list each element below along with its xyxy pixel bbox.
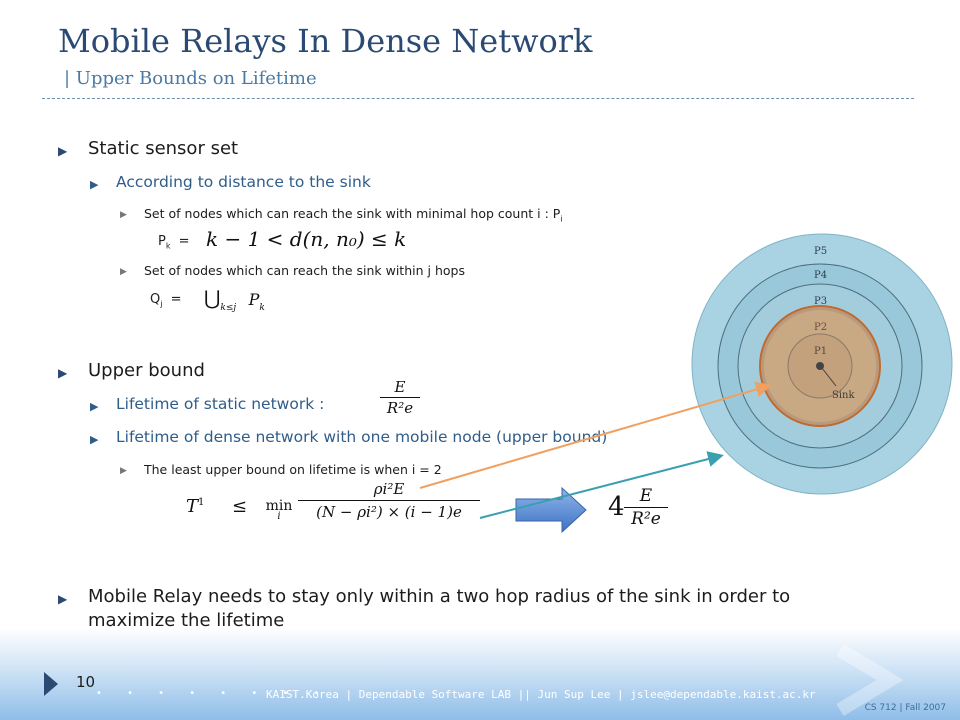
footer-band [0,628,960,720]
eq-denominator: (N − ρi²) × (i − 1)e [316,503,462,521]
footer-chevron-icon [836,643,904,717]
eq-numerator: ρi²E [373,480,405,498]
pk-formula: k − 1 < d(n, n₀) ≤ k [206,227,407,251]
label-sink: Sink [832,390,855,401]
bullet-lifetime-static: Lifetime of static network : [116,395,325,413]
bullet-arrow-icon: ▶ [120,210,127,220]
slide-subtitle: | Upper Bounds on Lifetime [64,68,317,89]
pk-equals: = [178,234,190,249]
footer-dots: • • • • • • • • [96,688,331,699]
result-fraction: E R²e [624,486,668,529]
pk-label: P [158,234,166,249]
static-lifetime-fraction: E R²e [380,378,420,417]
hop-ring-diagram: P5 P4 P3 P2 P1 Sink [691,233,953,495]
bullet-according-distance: According to distance to the sink [116,173,371,191]
title-divider [42,98,914,99]
footer-course: CS 712 | Fall 2007 [864,703,946,713]
bullet-arrow-icon: ▶ [58,366,68,380]
pk-label-sub: k [165,241,171,251]
bullet-mobile-relay-line2: maximize the lifetime [88,610,285,631]
qj-formula: ⋃k≤j Pk [204,286,265,313]
bullet-qj-description: Set of nodes which can reach the sink wi… [144,263,465,278]
qj-label-sub: j [160,299,163,309]
qj-pk-sub: k [259,303,265,313]
footer-lab-text: KAIST.Korea | Dependable Software LAB ||… [266,688,816,701]
union-symbol: ⋃ [204,286,221,310]
bullet-static-sensor-set: Static sensor set [88,138,239,159]
teal-pointer-arrow [479,451,724,519]
static-frac-den: R²e [386,399,414,417]
bullet-arrow-icon: ▶ [58,144,68,158]
bullet-least-upper-bound: The least upper bound on lifetime is whe… [144,462,442,477]
bullet-arrow-icon: ▶ [90,400,99,413]
eq-T-sup: 1 [198,497,205,508]
static-frac-bar [380,397,420,398]
result-num: E [639,486,653,506]
label-p2: P2 [814,322,827,333]
bullet-mobile-relay-line1: Mobile Relay needs to stay only within a… [88,586,791,607]
pk-desc-sub: i [560,214,563,224]
label-p3: P3 [814,296,827,307]
eq-lhs: T1 [186,496,204,517]
bullet-arrow-icon: ▶ [58,592,68,606]
union-sub: k≤j [220,303,237,313]
slide-title: Mobile Relays In Dense Network [58,22,593,60]
bullet-upper-bound: Upper bound [88,360,205,381]
label-p1: P1 [814,346,827,357]
bullet-arrow-icon: ▶ [90,433,99,446]
sink-pointer [821,367,837,387]
qj-pk: P [248,290,260,309]
bullet-lifetime-dense: Lifetime of dense network with one mobil… [116,428,608,446]
page-marker-icon [44,672,58,696]
bullet-pk-description: Set of nodes which can reach the sink wi… [144,206,563,224]
qj-label: Q [150,292,161,307]
label-p5: P5 [814,246,827,257]
eq-fraction: ρi²E (N − ρi²) × (i − 1)e [298,480,480,521]
label-p4: P4 [814,270,827,281]
pk-definition: Pk = [158,234,190,251]
result-bar [624,507,668,508]
eq-T: T [186,496,199,517]
page-number: 10 [76,673,96,691]
eq-frac-bar [298,500,480,501]
eq-min-sub: i [277,511,281,522]
qj-equals: = [170,292,182,307]
eq-min-text: min [265,498,293,514]
pk-desc-text: Set of nodes which can reach the sink wi… [144,206,561,221]
result-coefficient: 4 [608,492,625,522]
eq-relation: ≤ [232,496,248,517]
static-frac-num: E [394,378,406,396]
qj-definition: Qj = [150,292,182,309]
orange-pointer-arrow [419,381,772,489]
bullet-arrow-icon: ▶ [120,267,127,277]
result-den: R²e [631,509,661,529]
bullet-arrow-icon: ▶ [90,178,99,191]
bullet-arrow-icon: ▶ [120,466,127,476]
eq-min: min i [262,498,296,522]
